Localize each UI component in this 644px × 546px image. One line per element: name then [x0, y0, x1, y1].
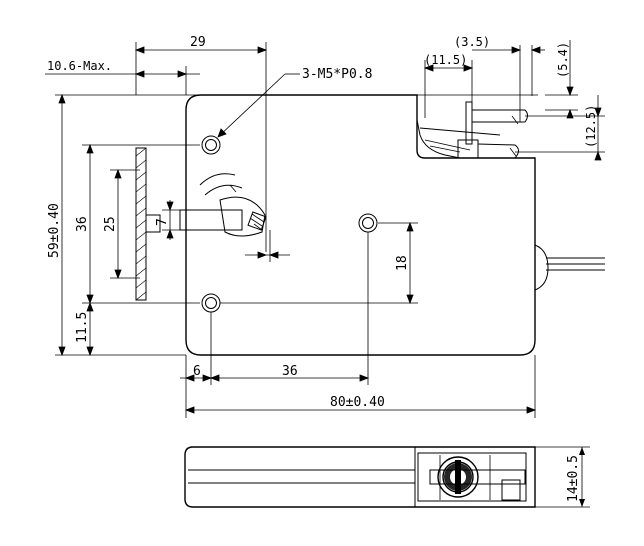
mounting-hole-top: [201, 135, 221, 155]
mounting-hole-right: [358, 213, 378, 233]
strike-plate: [135, 147, 161, 301]
bottom-view: [184, 446, 590, 508]
dim-18: 18: [395, 255, 410, 271]
dim-max-thickness: 10.6-Max.: [47, 59, 112, 73]
dim-25: 25: [103, 216, 118, 232]
upper-right-detail: [416, 101, 528, 159]
dim-hole-spacing-36: 36: [282, 364, 298, 379]
front-view: [55, 94, 605, 356]
dim-top-width: 29: [190, 35, 206, 50]
cable-exit: [534, 244, 605, 291]
dim-overall-width: 80±0.40: [330, 395, 385, 410]
dim-depth: 14±0.5: [566, 455, 581, 502]
dim-11-5: 11.5: [75, 312, 90, 343]
dim-right-5-4: (5.4): [556, 42, 570, 78]
dim-right-11-5: (11.5): [424, 53, 467, 67]
dimension-lines: [45, 40, 605, 418]
dim-7: 7: [155, 218, 170, 226]
dim-36-vertical: 36: [75, 216, 90, 232]
mounting-hole-bottom: [201, 293, 221, 313]
dim-6: 6: [193, 364, 201, 379]
dim-overall-height: 59±0.40: [47, 203, 62, 258]
dim-right-3-5: (3.5): [454, 35, 490, 49]
latch-bolt: [179, 173, 267, 237]
body-outline: [185, 94, 536, 356]
dim-right-12-5: (12.5): [584, 105, 598, 148]
callout-thread: 3-M5*P0.8: [302, 67, 372, 82]
